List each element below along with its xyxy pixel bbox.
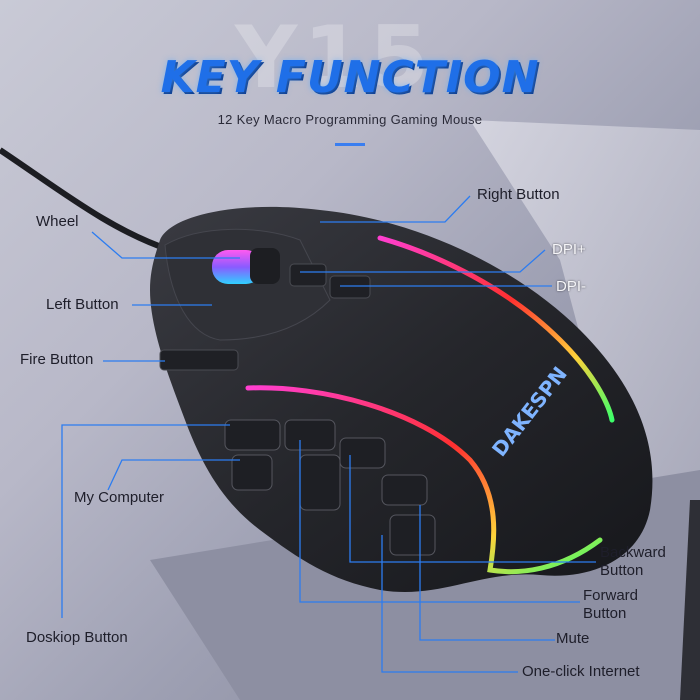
callout-left-button: Left Button xyxy=(46,296,119,313)
left-button-panel xyxy=(164,228,331,341)
callout-backward-line1: Backward xyxy=(600,544,666,561)
line-dpi-plus xyxy=(300,249,546,273)
side-buttons-shape xyxy=(224,419,436,556)
line-desktop-button xyxy=(61,424,230,618)
callout-forward-line2: Button xyxy=(583,605,627,622)
page-subtitle: 12 Key Macro Programming Gaming Mouse xyxy=(217,112,483,127)
callout-mute: Mute xyxy=(556,630,590,647)
laptop-keyboard xyxy=(680,500,700,700)
dpi-plus-shape xyxy=(289,263,327,287)
page-title: KEY FUNCTION xyxy=(160,52,540,103)
callout-forward-button: Forward Button xyxy=(583,587,638,623)
line-internet xyxy=(381,535,518,673)
line-wheel xyxy=(91,231,240,259)
callout-wheel: Wheel xyxy=(36,213,79,230)
callout-backward-button: Backward Button xyxy=(600,544,666,580)
rgb-strip-side xyxy=(245,385,603,575)
callout-my-computer: My Computer xyxy=(74,489,165,506)
line-right-button xyxy=(320,195,471,223)
mouse-cable xyxy=(0,147,171,253)
callout-dpi-plus: DPI+ xyxy=(552,241,586,258)
rgb-strip-top xyxy=(377,235,615,423)
callout-forward-line1: Forward xyxy=(583,587,639,604)
accent-bar xyxy=(335,143,365,146)
line-forward xyxy=(299,440,580,603)
fire-button-shape xyxy=(159,349,239,371)
callout-desktop-button: Doskiop Button xyxy=(26,629,128,646)
callout-backward-line2: Button xyxy=(600,562,644,579)
line-mute xyxy=(419,505,555,641)
callout-dpi-minus: DPI- xyxy=(556,278,586,295)
line-my-computer xyxy=(107,459,240,491)
model-watermark: Y15 xyxy=(235,8,435,108)
dpi-minus-shape xyxy=(329,275,371,299)
callout-fire-button: Fire Button xyxy=(20,351,94,368)
line-backward xyxy=(349,455,596,563)
callout-one-click-internet: One-click Internet xyxy=(522,663,640,680)
callout-right-button: Right Button xyxy=(477,186,560,203)
